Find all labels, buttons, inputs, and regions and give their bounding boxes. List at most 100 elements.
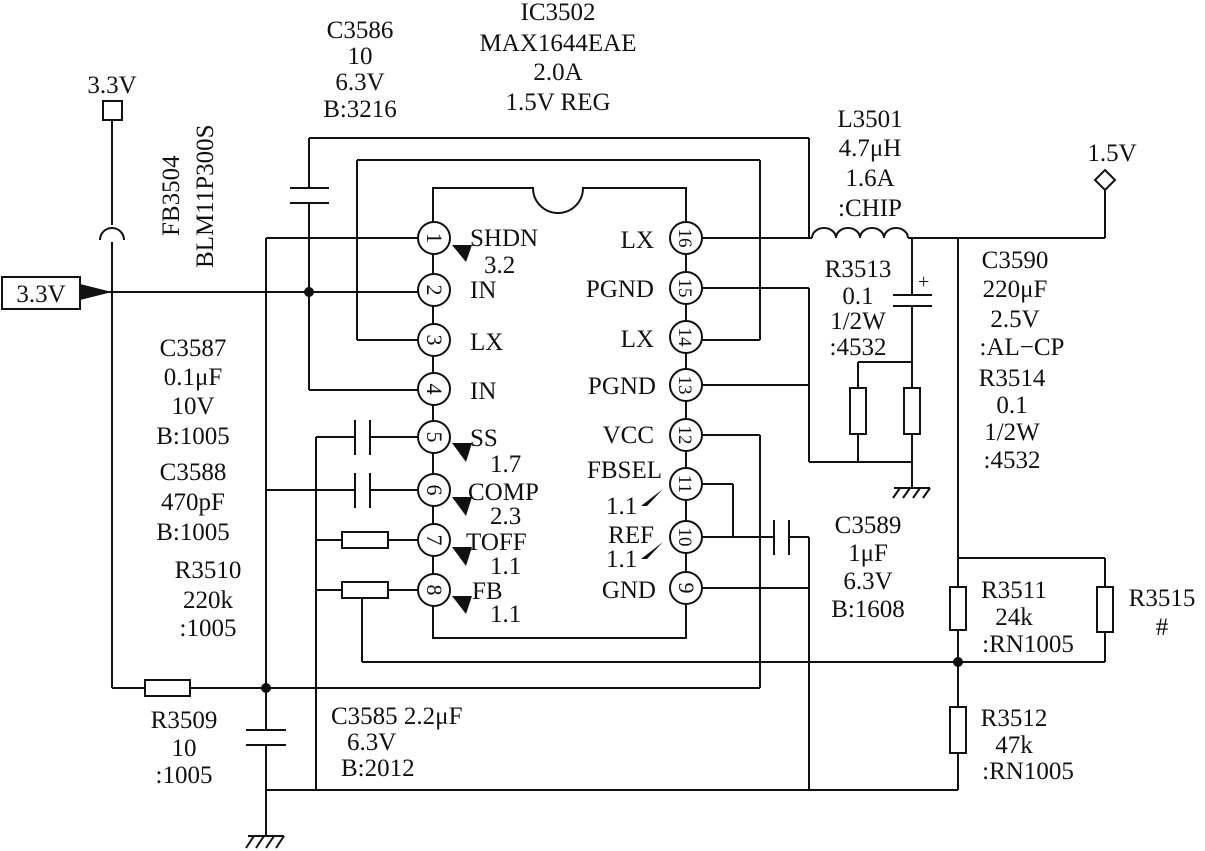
svg-text:3.3V: 3.3V (16, 281, 65, 308)
label-c3586: C3586 10 6.3V B:3216 (323, 17, 397, 123)
resistor-r3511 (949, 586, 967, 631)
svg-text:3: 3 (422, 335, 447, 346)
svg-text:2.3: 2.3 (490, 503, 521, 530)
resistor-r3510 (341, 531, 389, 549)
ground-symbol-bottom (245, 835, 285, 849)
svg-text:1/2W: 1/2W (830, 308, 886, 335)
label-l3501: L3501 4.7μH 1.6A :CHIP (837, 106, 902, 222)
svg-text:4: 4 (422, 384, 447, 395)
svg-text:2.5V: 2.5V (990, 306, 1039, 333)
svg-text:R3510: R3510 (175, 557, 242, 584)
svg-text:MAX1644EAE: MAX1644EAE (480, 30, 637, 57)
resistor-r3514 (903, 387, 921, 435)
svg-text:5: 5 (422, 432, 447, 443)
svg-text:13: 13 (674, 376, 695, 395)
svg-text:R3513: R3513 (825, 256, 892, 283)
svg-text:1.5V: 1.5V (1087, 140, 1136, 167)
svg-text:C3589: C3589 (835, 512, 902, 539)
svg-text:11: 11 (674, 475, 695, 493)
inductor-l3501 (811, 227, 909, 239)
svg-text:PGND: PGND (586, 276, 654, 303)
svg-text:IN: IN (470, 378, 496, 405)
label-r3509: R3509 10 :1005 (151, 707, 218, 789)
svg-text:24k: 24k (995, 604, 1033, 631)
ic-body (432, 187, 687, 639)
label-c3587: C3587 0.1μF 10V B:1005 (156, 335, 230, 450)
label-r3515: R3515 # (1129, 585, 1196, 641)
svg-text:10: 10 (348, 43, 373, 70)
ic-pin-names: SHDN IN LX IN SS COMP TOFF FB GND REF FB… (466, 225, 662, 605)
svg-text:16: 16 (674, 229, 695, 248)
svg-text:GND: GND (602, 577, 656, 604)
svg-text:1.1: 1.1 (490, 601, 521, 628)
svg-text:C3587: C3587 (160, 335, 227, 362)
svg-text:B:2012: B:2012 (341, 755, 415, 782)
svg-text::4532: :4532 (984, 447, 1041, 474)
svg-text:15: 15 (674, 279, 695, 298)
svg-text:R3511: R3511 (981, 577, 1047, 604)
ic-pins: 1 2 3 4 5 6 7 8 9 10 11 12 13 14 15 16 (417, 221, 703, 607)
label-r3512: R3512 47k :RN1005 (981, 705, 1074, 785)
svg-text:SS: SS (470, 425, 498, 452)
capacitor-c3587 (354, 420, 371, 455)
capacitor-c3585 (246, 729, 286, 746)
capacitor-c3588 (354, 473, 371, 508)
svg-text:1: 1 (422, 233, 447, 244)
svg-text:LX: LX (621, 326, 654, 353)
ground-symbol-right (892, 487, 931, 499)
svg-text:3.3V: 3.3V (87, 72, 136, 99)
svg-text:220μF: 220μF (983, 276, 1048, 303)
svg-text:1.5V REG: 1.5V REG (505, 89, 610, 116)
label-r3510: R3510 220k :1005 (175, 557, 242, 642)
resistor-r3515 (1096, 586, 1114, 633)
resistor-r3513 (849, 387, 867, 435)
svg-text:1/2W: 1/2W (984, 419, 1040, 446)
label-r3513: R3513 0.1 1/2W :4532 (825, 256, 892, 361)
svg-text:R3515: R3515 (1129, 585, 1196, 612)
svg-text:VCC: VCC (603, 422, 654, 449)
svg-text:LX: LX (470, 329, 503, 356)
svg-text:IC3502: IC3502 (521, 0, 596, 26)
svg-text::4532: :4532 (830, 334, 887, 361)
svg-text:10V: 10V (171, 393, 214, 420)
svg-text:1μF: 1μF (848, 540, 888, 567)
capacitor-c3590: + (893, 271, 932, 307)
junctions (261, 287, 963, 693)
net-3v3-left: 3.3V (1, 276, 112, 310)
svg-text:220k: 220k (183, 587, 234, 614)
svg-text:1.1: 1.1 (606, 493, 637, 520)
svg-text:6.3V: 6.3V (347, 729, 396, 756)
svg-text:6.3V: 6.3V (335, 69, 384, 96)
capacitor-c3589 (773, 520, 790, 555)
svg-text:0.1: 0.1 (996, 392, 1027, 419)
resistor-r3512 (949, 706, 967, 754)
svg-text:7: 7 (422, 535, 447, 546)
label-c3589: C3589 1μF 6.3V B:1608 (831, 512, 905, 623)
svg-text:FBSEL: FBSEL (587, 457, 662, 484)
svg-text:10: 10 (674, 528, 695, 547)
svg-text:8: 8 (422, 585, 447, 596)
svg-text:14: 14 (674, 328, 695, 348)
svg-text:1.1: 1.1 (490, 553, 521, 580)
svg-text:L3501: L3501 (837, 106, 902, 133)
svg-text:REF: REF (608, 522, 654, 549)
svg-text:3.2: 3.2 (484, 252, 515, 279)
svg-text:C3585 2.2μF: C3585 2.2μF (331, 703, 462, 730)
net-3v3-top: 3.3V (87, 72, 137, 121)
svg-text:2.0A: 2.0A (533, 59, 582, 86)
svg-text:1.7: 1.7 (490, 451, 521, 478)
resistor-r3509 (144, 679, 191, 697)
voltage-flags: 3.2 1.7 2.3 1.1 1.1 1.1 1.1 (452, 245, 663, 628)
svg-text::RN1005: :RN1005 (982, 631, 1074, 658)
svg-text:0.1: 0.1 (842, 283, 873, 310)
label-c3588: C3588 470pF B:1005 (156, 459, 230, 546)
net-1v5-output: 1.5V (1087, 140, 1137, 192)
svg-text:FB3504: FB3504 (158, 155, 185, 236)
svg-text:0.1μF: 0.1μF (164, 364, 223, 391)
svg-text:C3590: C3590 (982, 247, 1049, 274)
svg-text::RN1005: :RN1005 (982, 758, 1074, 785)
svg-text:9: 9 (674, 583, 699, 594)
svg-text:B:1005: B:1005 (156, 423, 230, 450)
label-c3590: C3590 220μF 2.5V :AL−CP (980, 247, 1065, 361)
svg-text:B:3216: B:3216 (323, 96, 397, 123)
